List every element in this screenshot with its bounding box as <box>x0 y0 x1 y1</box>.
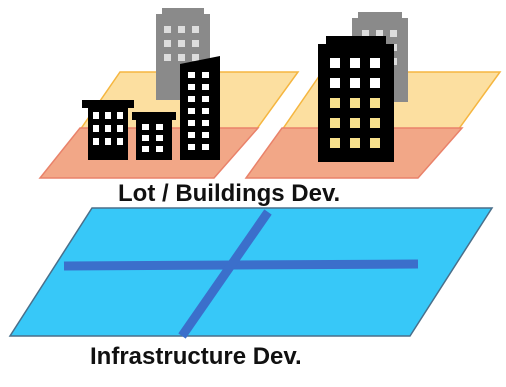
window <box>330 118 340 128</box>
window <box>188 108 195 114</box>
window <box>202 96 209 102</box>
window <box>117 138 123 145</box>
building-windows <box>93 58 380 152</box>
road-horizontal <box>63 259 419 271</box>
window <box>93 112 99 119</box>
window <box>156 135 163 141</box>
window <box>330 78 340 88</box>
window <box>202 84 209 90</box>
window <box>202 72 209 78</box>
window <box>164 54 171 61</box>
window <box>192 54 199 61</box>
window <box>188 120 195 126</box>
window <box>330 138 340 148</box>
window <box>178 40 185 47</box>
window <box>188 132 195 138</box>
window <box>350 78 360 88</box>
window <box>202 144 209 150</box>
window <box>156 146 163 152</box>
building-icon <box>132 112 176 160</box>
window <box>142 146 149 152</box>
window <box>93 125 99 132</box>
window <box>370 58 380 68</box>
window <box>117 112 123 119</box>
window <box>370 138 380 148</box>
window <box>105 125 111 132</box>
window <box>370 78 380 88</box>
window <box>188 144 195 150</box>
window <box>105 138 111 145</box>
window <box>202 132 209 138</box>
window <box>188 72 195 78</box>
window <box>142 124 149 130</box>
window <box>142 135 149 141</box>
window <box>164 40 171 47</box>
window <box>188 84 195 90</box>
lot-buildings-label: Lot / Buildings Dev. <box>118 180 341 207</box>
window <box>370 98 380 108</box>
window <box>93 138 99 145</box>
window <box>330 98 340 108</box>
window <box>178 54 185 61</box>
window <box>390 30 397 37</box>
window <box>117 125 123 132</box>
window <box>178 26 185 33</box>
window <box>376 30 383 37</box>
building-icon <box>180 56 220 160</box>
window <box>156 124 163 130</box>
window <box>202 120 209 126</box>
window <box>188 96 195 102</box>
infrastructure-plane <box>8 207 494 337</box>
window <box>330 58 340 68</box>
road-diagonal <box>178 209 272 339</box>
window <box>105 112 111 119</box>
window <box>350 138 360 148</box>
window <box>350 98 360 108</box>
window <box>164 26 171 33</box>
window <box>202 108 209 114</box>
infrastructure-label: Infrastructure Dev. <box>90 343 302 370</box>
window <box>370 118 380 128</box>
window <box>362 30 369 37</box>
window <box>350 118 360 128</box>
window <box>192 26 199 33</box>
window <box>192 40 199 47</box>
window <box>350 58 360 68</box>
